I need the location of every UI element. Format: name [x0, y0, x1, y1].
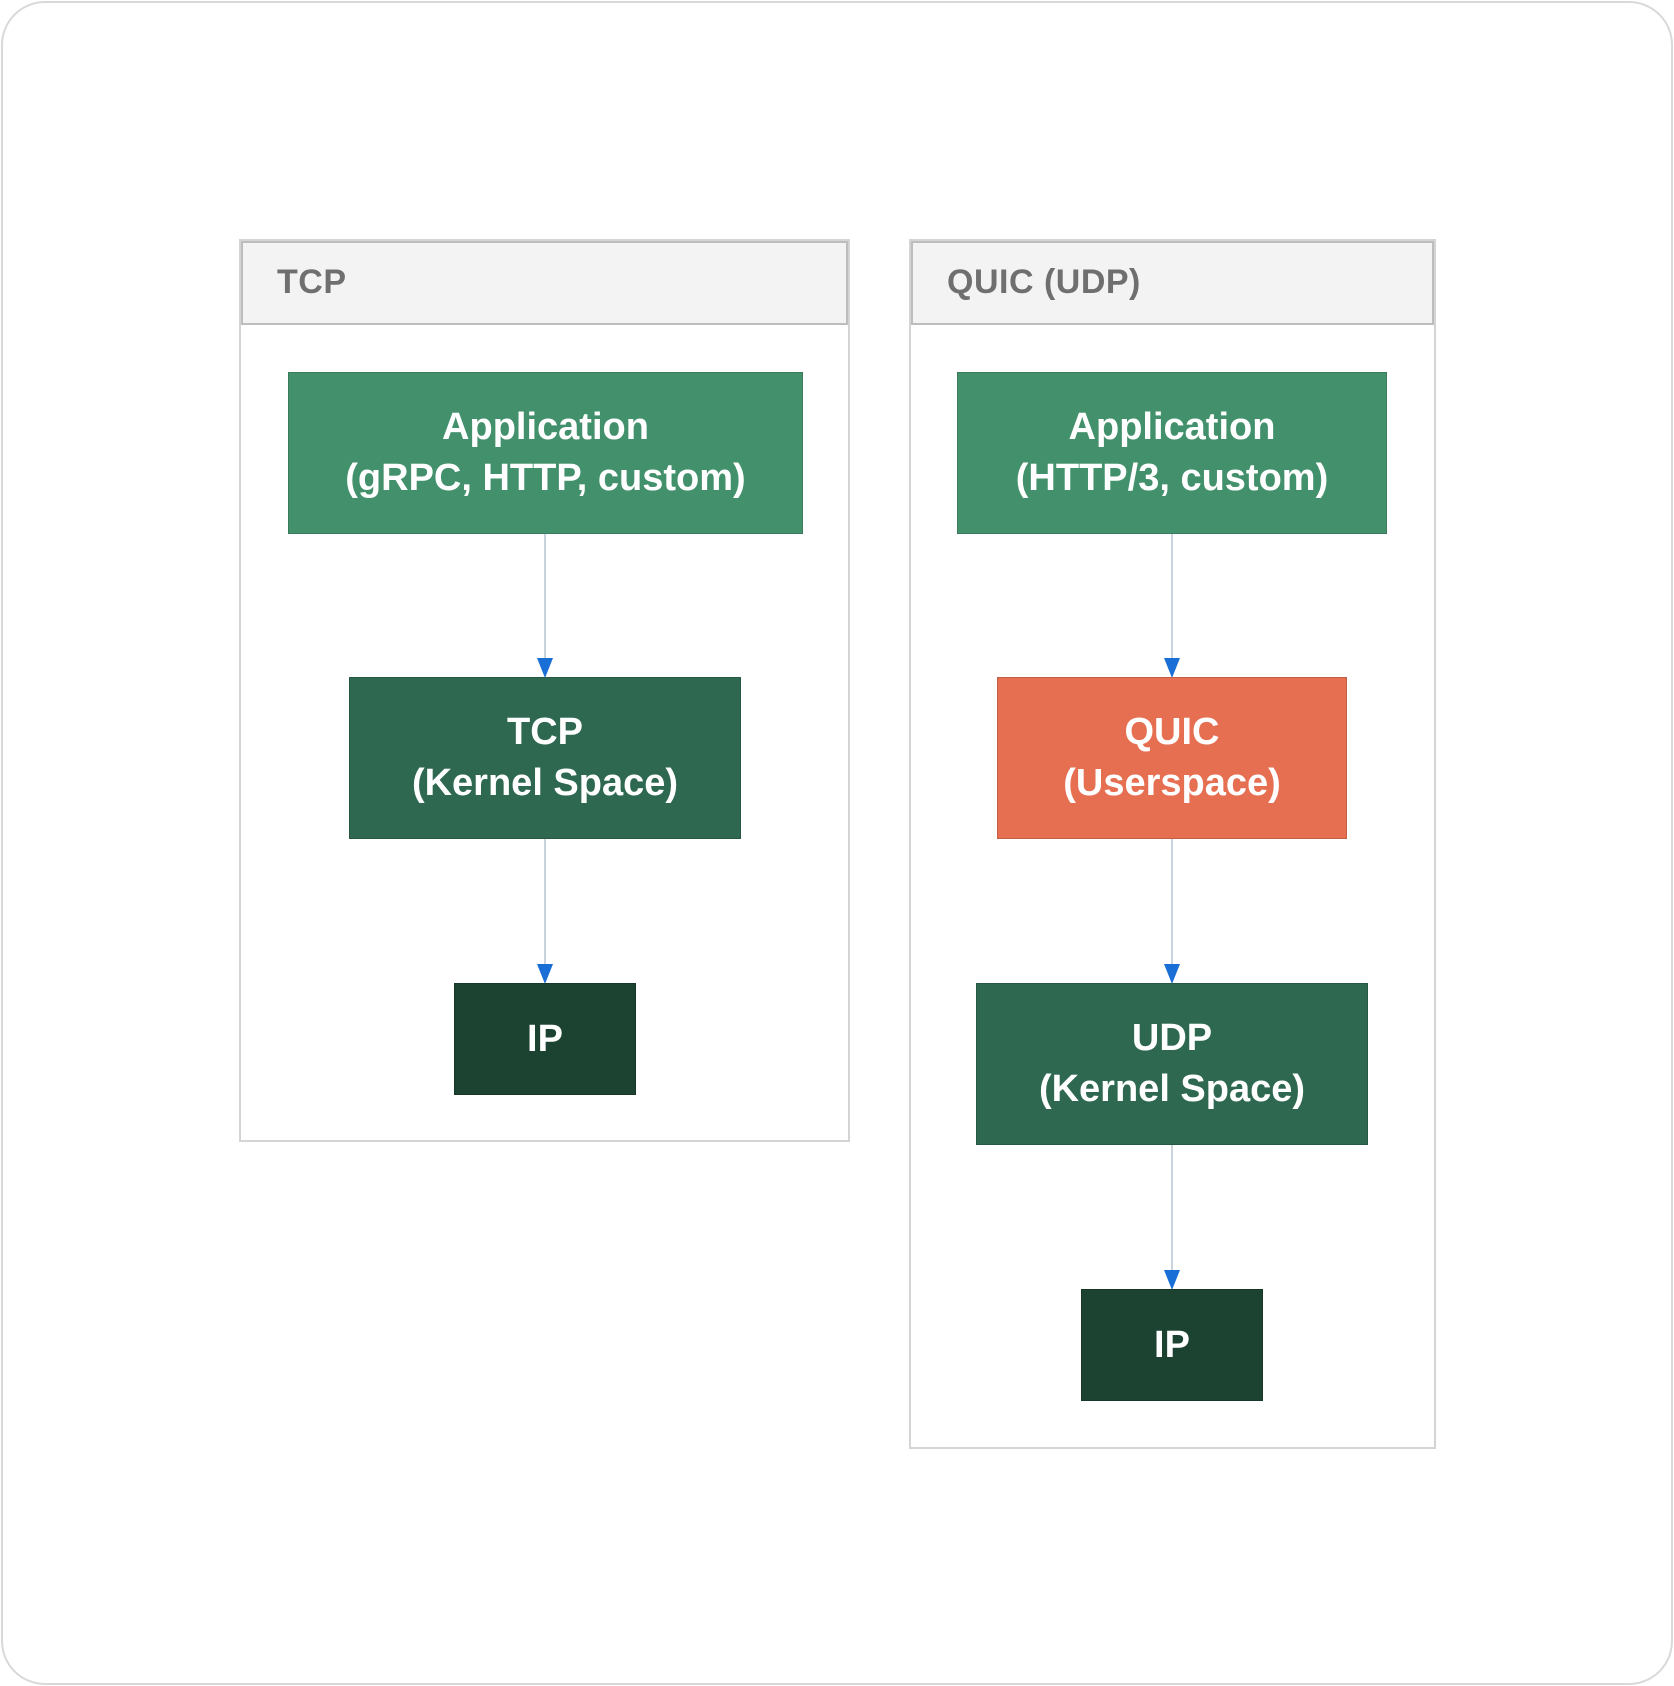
node-line-2: (Userspace) — [1063, 762, 1281, 804]
node-line-1: TCP — [507, 711, 583, 753]
cluster-tcp-header: TCP — [241, 241, 848, 325]
node-tcp-application: Application (gRPC, HTTP, custom) — [288, 372, 803, 534]
node-line-1: Application — [1068, 406, 1276, 448]
node-line-1: IP — [1154, 1323, 1190, 1366]
node-line-1: IP — [527, 1017, 563, 1060]
node-line-2: (HTTP/3, custom) — [1015, 457, 1329, 499]
node-line-2: (Kernel Space) — [1038, 1068, 1306, 1110]
cluster-quic-header: QUIC (UDP) — [911, 241, 1434, 325]
node-quic-application: Application (HTTP/3, custom) — [957, 372, 1387, 534]
node-line-2: (gRPC, HTTP, custom) — [345, 457, 746, 499]
node-quic-ip: IP — [1081, 1289, 1263, 1401]
node-quic-transport: QUIC (Userspace) — [997, 677, 1347, 839]
node-line-2: (Kernel Space) — [411, 762, 679, 804]
node-tcp-ip: IP — [454, 983, 636, 1095]
cluster-quic-title: QUIC (UDP) — [947, 263, 1141, 301]
node-line-1: QUIC — [1124, 711, 1220, 753]
node-quic-udp: UDP (Kernel Space) — [976, 983, 1368, 1145]
cluster-tcp-title: TCP — [277, 263, 347, 301]
node-tcp-transport: TCP (Kernel Space) — [349, 677, 741, 839]
node-line-1: UDP — [1131, 1017, 1213, 1059]
node-line-1: Application — [442, 406, 649, 448]
